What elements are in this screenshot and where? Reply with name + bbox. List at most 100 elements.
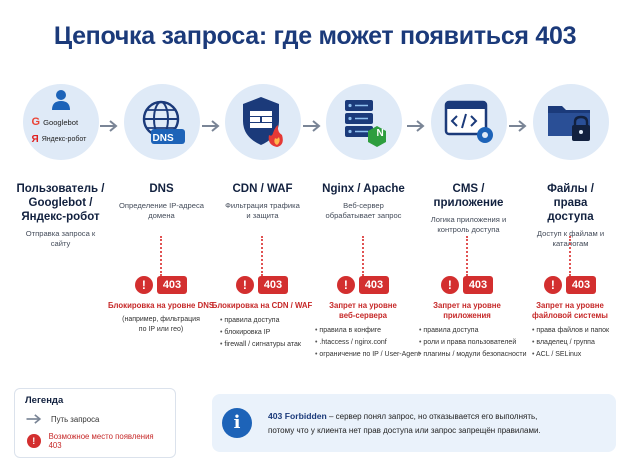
error-title: Запрет на уровне файловой системы: [532, 301, 608, 320]
error-badge-row: ! 403: [440, 276, 494, 294]
error-list-item: правила доступа: [419, 325, 527, 337]
stage-webserver: N Nginx / Apache Веб-сервер обрабатывает…: [311, 84, 416, 221]
stage-user: G Googlebot Я Яндекс-робот Пользователь …: [8, 84, 113, 249]
error-list: правила в конфиге .htaccess / nginx.conf…: [315, 325, 420, 361]
exclamation-icon: !: [543, 276, 562, 294]
stage-files: Файлы / права доступа Доступ к файлам и …: [518, 84, 623, 249]
arrow-right-icon: [509, 120, 527, 132]
stage-title: Пользователь / Googlebot / Яндекс-робот: [16, 183, 105, 223]
info-bold: 403 Forbidden: [268, 410, 327, 421]
stage-title: DNS: [149, 183, 174, 195]
code-window-icon: [443, 99, 495, 145]
error-list-item: правила в конфиге: [315, 325, 420, 337]
error-list-item: роли и права пользователей: [419, 337, 527, 349]
legend-error-label: Возможное место появления 403: [48, 432, 154, 450]
error-title: Запрет на уровне веб-сервера: [329, 301, 397, 320]
error-files: ! 403 Запрет на уровне файловой системы …: [510, 276, 630, 361]
error-list-item: права файлов и папок: [532, 325, 609, 337]
error-list-item: блокировка IP: [220, 327, 301, 339]
error-badge-row: ! 403: [134, 276, 188, 294]
stage-cms-circle: [430, 84, 507, 160]
page-title: Цепочка запроса: где может появиться 403: [53, 22, 577, 50]
info-text: 403 Forbidden – сервер понял запрос, но …: [268, 409, 541, 438]
stage-files-circle: [532, 84, 609, 160]
error-dns: ! 403 Блокировка на уровне DNS (например…: [101, 276, 221, 335]
error-sub: (например, фильтрация по IP или гео): [122, 316, 200, 333]
error-code: 403: [565, 276, 597, 294]
error-list: права файлов и папок владелец / группа A…: [532, 325, 609, 361]
error-list-item: ограничение по IP / User-Agent: [315, 349, 420, 361]
stage-cdn-waf: CDN / WAF Фильтрация трафика и защита: [210, 84, 315, 221]
arrow-right-icon: [303, 120, 321, 132]
dotted-connector: [261, 236, 263, 276]
stage-title: Файлы / права доступа: [547, 183, 594, 223]
error-badge-row: ! 403: [235, 276, 289, 294]
stage-dns-circle: DNS: [123, 84, 200, 160]
stage-desc: Определение IP-адреса домена: [119, 201, 204, 220]
error-code: 403: [358, 276, 390, 294]
stage-cdn-circle: [224, 84, 301, 160]
googlebot-row: G Googlebot: [32, 116, 79, 128]
dotted-connector: [569, 236, 571, 276]
googlebot-label: Googlebot: [43, 117, 79, 127]
yandex-row: Я Яндекс-робот: [32, 134, 87, 145]
error-list-item: владелец / группа: [532, 337, 609, 349]
exclamation-icon: !: [440, 276, 459, 294]
yandex-label: Яндекс-робот: [41, 136, 87, 143]
error-list-item: ACL / SELinux: [532, 349, 609, 361]
info-text-1: – сервер понял запрос, но отказывается е…: [326, 411, 538, 421]
nginx-badge: N: [376, 128, 384, 139]
error-list-item: firewall / сигнатуры атак: [220, 339, 301, 351]
info-line-1: 403 Forbidden – сервер понял запрос, но …: [268, 409, 541, 424]
error-code: 403: [462, 276, 494, 294]
yandex-icon: Я: [31, 134, 39, 145]
error-list: правила доступа роли и права пользовател…: [419, 325, 527, 361]
exclamation-icon: !: [235, 276, 254, 294]
legend-path-label: Путь запроса: [51, 414, 100, 424]
stage-title: CDN / WAF: [232, 183, 293, 195]
error-code: 403: [257, 276, 289, 294]
arrow-right-icon: [100, 120, 118, 132]
error-app: ! 403 Запрет на уровне приложения правил…: [407, 276, 527, 361]
arrow-right-icon: [26, 414, 42, 424]
error-list-item: плагины / модули безопасности: [419, 349, 526, 361]
dns-badge: DNS: [152, 133, 174, 144]
info-icon: i: [222, 408, 252, 438]
error-cdn: ! 403 Блокировка на CDN / WAF правила до…: [202, 276, 322, 351]
dotted-connector: [362, 236, 364, 276]
error-badge-row: ! 403: [336, 276, 390, 294]
stage-desc: Отправка запроса к сайту: [25, 229, 96, 248]
arrow-right-icon: [407, 120, 425, 132]
dotted-connector: [466, 236, 468, 276]
error-list: правила доступа блокировка IP firewall /…: [220, 315, 301, 351]
stage-dns: DNS DNS Определение IP-адреса домена: [109, 84, 214, 221]
stage-webserver-circle: N: [325, 84, 402, 160]
globe-icon: [137, 97, 187, 147]
stage-desc: Логика приложения и контроль доступа: [430, 215, 507, 234]
stage-desc: Веб-сервер обрабатывает запрос: [325, 201, 402, 220]
legend: Легенда Путь запроса ! Возможное место п…: [14, 388, 176, 458]
error-list-item: .htaccess / nginx.conf: [315, 337, 420, 349]
legend-error-row: ! Возможное место появления 403: [25, 432, 165, 450]
server-icon: [339, 96, 389, 148]
error-list-item: правила доступа: [220, 315, 301, 327]
exclamation-icon: !: [336, 276, 355, 294]
stage-title: CMS / приложение: [433, 183, 504, 209]
info-box: i 403 Forbidden – сервер понял запрос, н…: [212, 394, 616, 452]
shield-firewall-icon: [237, 95, 289, 149]
stage-desc: Фильтрация трафика и защита: [225, 201, 300, 220]
info-text-2: потому что у клиента нет прав доступа ил…: [268, 425, 541, 435]
error-title: Блокировка на CDN / WAF: [211, 301, 313, 310]
error-badge-row: ! 403: [543, 276, 597, 294]
legend-path-row: Путь запроса: [25, 414, 165, 424]
arrow-right-icon: [202, 120, 220, 132]
legend-title: Легенда: [25, 395, 64, 406]
error-title: Запрет на уровне приложения: [433, 301, 501, 320]
error-title: Блокировка на уровне DNS: [107, 301, 215, 310]
exclamation-icon: !: [27, 434, 41, 448]
folder-lock-icon: [545, 98, 597, 146]
stage-cms: CMS / приложение Логика приложения и кон…: [416, 84, 521, 235]
dotted-connector: [160, 236, 162, 276]
error-code: 403: [156, 276, 188, 294]
user-icon: [51, 90, 70, 110]
